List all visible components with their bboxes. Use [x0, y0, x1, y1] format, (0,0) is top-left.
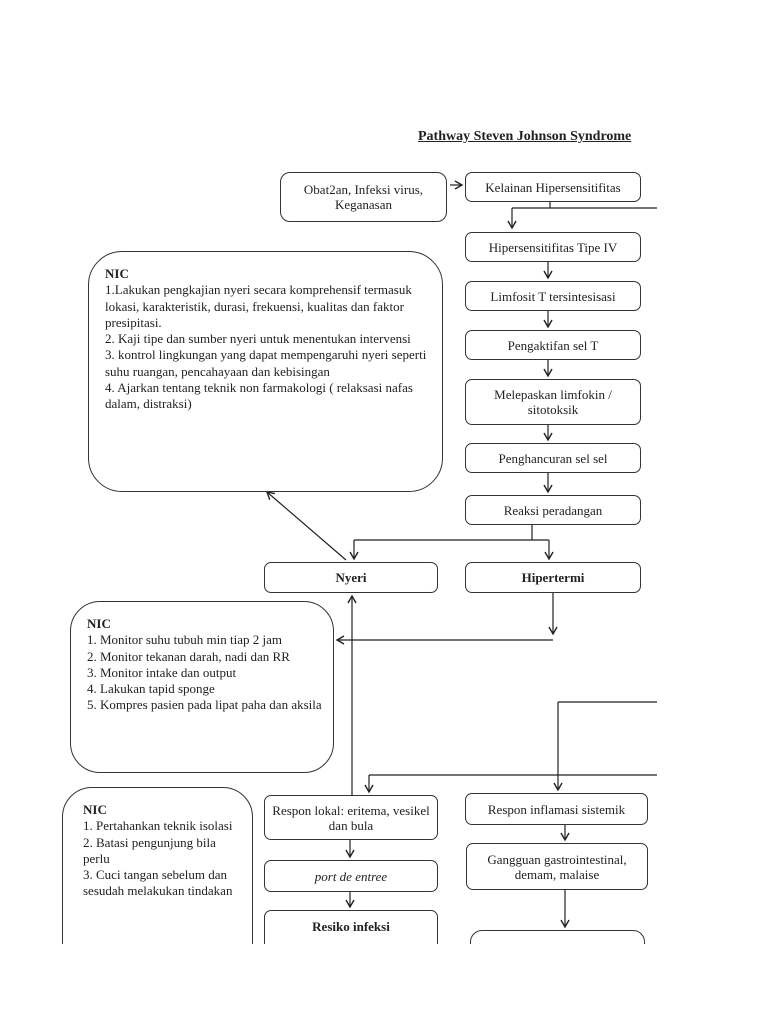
node-respon-sistemik: Respon inflamasi sistemik [465, 793, 648, 825]
nic-heading: NIC [83, 802, 107, 817]
node-nyeri: Nyeri [264, 562, 438, 593]
nic-heading: NIC [105, 266, 129, 281]
node-melepaskan: Melepaskan limfokin / sitotoksik [465, 379, 641, 425]
nic-item: 4. Lakukan tapid sponge [87, 681, 215, 697]
nic-item: 3. Monitor intake dan output [87, 664, 237, 680]
node-hipertermi: Hipertermi [465, 562, 641, 593]
page-cutoff [0, 944, 768, 1024]
node-limfosit: Limfosit T tersintesisasi [465, 281, 641, 311]
nic-item: 1.Lakukan pengkajian nyeri secara kompre… [105, 282, 412, 330]
nic-item: 2. Kaji tipe dan sumber nyeri untuk mene… [105, 331, 411, 347]
nic-item: 3. kontrol lingkungan yang dapat mempeng… [105, 347, 427, 379]
nic-item: 1. Monitor suhu tubuh min tiap 2 jam [87, 632, 282, 648]
node-penghancuran: Penghancuran sel sel [465, 443, 641, 473]
node-cause: Obat2an, Infeksi virus, Keganasan [280, 172, 447, 222]
nic-hipertermi-box: NIC 1. Monitor suhu tubuh min tiap 2 jam… [70, 601, 334, 773]
nic-item: 5. Kompres pasien pada lipat paha dan ak… [87, 697, 322, 713]
nic-item: 3. Cuci tangan sebelum dan sesudah melak… [83, 867, 233, 899]
nic-heading: NIC [87, 616, 111, 631]
node-port-de-entree: port de entree [264, 860, 438, 892]
nic-item: 4. Ajarkan tentang teknik non farmakolog… [105, 380, 413, 412]
node-respon-lokal: Respon lokal: eritema, vesikel dan bula [264, 795, 438, 840]
node-tipe4: Hipersensitifitas Tipe IV [465, 232, 641, 262]
node-gangguan: Gangguan gastrointestinal, demam, malais… [466, 843, 648, 890]
node-kelainan: Kelainan Hipersensitifitas [465, 172, 641, 202]
nic-item: 2. Batasi pengunjung bila perlu [83, 834, 216, 866]
nic-nyeri-box: NIC 1.Lakukan pengkajian nyeri secara ko… [88, 251, 443, 492]
nic-item: 2. Monitor tekanan darah, nadi dan RR [87, 648, 290, 664]
nic-item: 1. Pertahankan teknik isolasi [83, 818, 233, 834]
node-reaksi: Reaksi peradangan [465, 495, 641, 525]
page-title: Pathway Steven Johnson Syndrome [418, 129, 632, 144]
node-pengaktifan: Pengaktifan sel T [465, 330, 641, 360]
